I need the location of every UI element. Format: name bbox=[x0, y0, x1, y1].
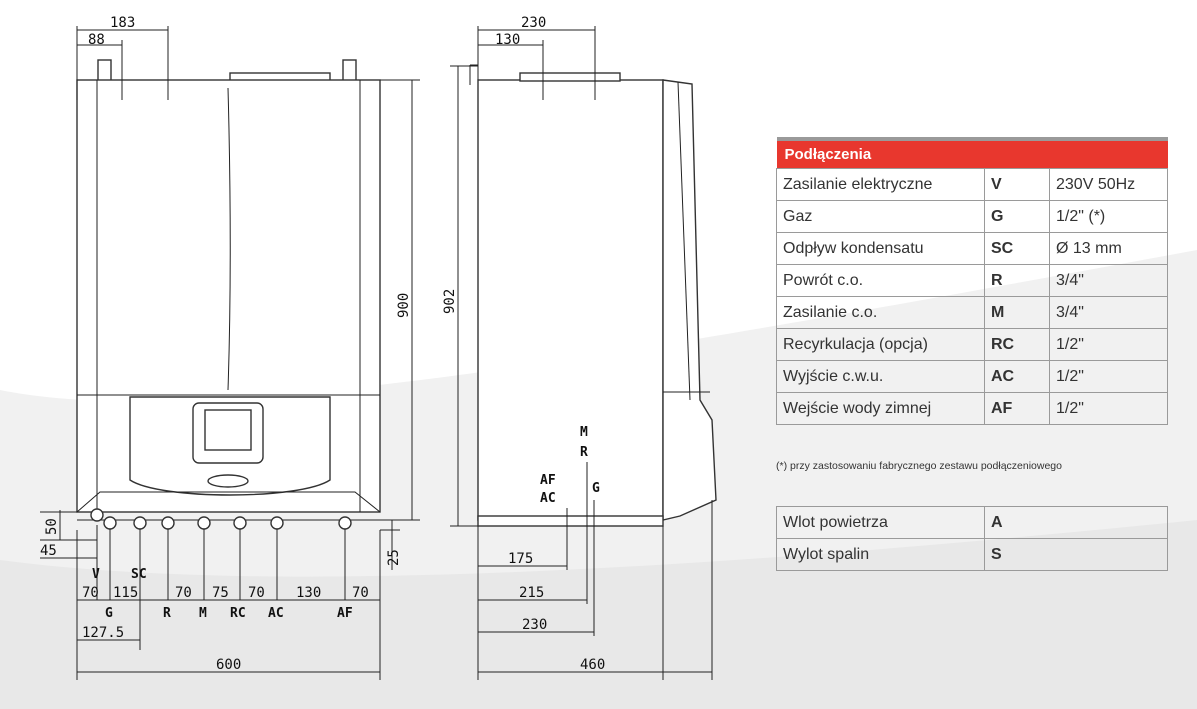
front-label-ac: AC bbox=[268, 606, 284, 621]
front-dim-50: 50 bbox=[44, 518, 60, 535]
side-dim-460: 460 bbox=[580, 657, 605, 673]
technical-drawing: 183 88 900 50 45 25 V SC 70 115 bbox=[40, 15, 717, 680]
side-label-af: AF bbox=[540, 473, 556, 488]
row-name: Recyrkulacja (opcja) bbox=[776, 328, 985, 361]
row-name: Wyjście c.w.u. bbox=[776, 360, 985, 393]
front-view-boiler bbox=[76, 59, 381, 530]
front-label-sc: SC bbox=[131, 567, 147, 582]
front-dim-900: 900 bbox=[396, 293, 412, 318]
row-code: S bbox=[984, 538, 1168, 571]
side-dim-130: 130 bbox=[495, 32, 520, 48]
side-dim-230-top: 230 bbox=[521, 15, 546, 31]
row-code: AC bbox=[984, 360, 1050, 393]
connections-table: Podłączenia Zasilanie elektryczne V 230V… bbox=[776, 137, 1168, 425]
table-row: Powrót c.o. R 3/4" bbox=[776, 264, 1168, 297]
table-row: Recyrkulacja (opcja) RC 1/2" bbox=[776, 328, 1168, 361]
row-value: 230V 50Hz bbox=[1049, 168, 1168, 201]
row-name: Odpływ kondensatu bbox=[776, 232, 985, 265]
side-view-dimensions: 230 130 902 M R G AF AC 175 215 230 460 bbox=[442, 15, 713, 680]
front-dim-600: 600 bbox=[216, 657, 241, 673]
side-dim-215: 215 bbox=[519, 585, 544, 601]
front-dim-183: 183 bbox=[110, 15, 135, 31]
front-row-130: 130 bbox=[296, 585, 321, 601]
connections-footnote: (*) przy zastosowaniu fabrycznego zestaw… bbox=[776, 460, 1062, 472]
front-row-70-c: 70 bbox=[248, 585, 265, 601]
side-label-r: R bbox=[580, 445, 588, 460]
connections-header-row: Podłączenia bbox=[776, 137, 1168, 169]
row-value: Ø 13 mm bbox=[1049, 232, 1168, 265]
front-dim-127-5: 127.5 bbox=[82, 625, 124, 641]
front-row-75: 75 bbox=[212, 585, 229, 601]
front-label-r: R bbox=[163, 606, 171, 621]
row-name: Powrót c.o. bbox=[776, 264, 985, 297]
row-value: 3/4" bbox=[1049, 264, 1168, 297]
row-name: Wejście wody zimnej bbox=[776, 392, 985, 425]
row-code: V bbox=[984, 168, 1050, 201]
table-row: Wejście wody zimnej AF 1/2" bbox=[776, 392, 1168, 425]
table-row: Wlot powietrza A bbox=[776, 506, 1168, 539]
row-value: 1/2" bbox=[1049, 360, 1168, 393]
row-name: Zasilanie c.o. bbox=[776, 296, 985, 329]
row-value: 1/2" (*) bbox=[1049, 200, 1168, 233]
row-code: SC bbox=[984, 232, 1050, 265]
air-table: Wlot powietrza A Wylot spalin S bbox=[776, 506, 1168, 571]
row-value: 1/2" bbox=[1049, 392, 1168, 425]
connections-header: Podłączenia bbox=[776, 137, 1168, 169]
side-dim-230-bottom: 230 bbox=[522, 617, 547, 633]
row-name: Wylot spalin bbox=[776, 538, 985, 571]
row-code: M bbox=[984, 296, 1050, 329]
table-row: Zasilanie elektryczne V 230V 50Hz bbox=[776, 168, 1168, 201]
front-row-70-a: 70 bbox=[82, 585, 99, 601]
front-row-70-d: 70 bbox=[352, 585, 369, 601]
front-label-rc: RC bbox=[230, 606, 246, 621]
front-label-m: M bbox=[199, 606, 207, 621]
row-code: R bbox=[984, 264, 1050, 297]
side-label-g: G bbox=[592, 481, 600, 496]
side-view-boiler bbox=[469, 64, 717, 527]
table-row: Wylot spalin S bbox=[776, 538, 1168, 571]
row-name: Zasilanie elektryczne bbox=[776, 168, 985, 201]
table-row: Zasilanie c.o. M 3/4" bbox=[776, 296, 1168, 329]
row-code: AF bbox=[984, 392, 1050, 425]
front-label-g: G bbox=[105, 606, 113, 621]
row-value: 3/4" bbox=[1049, 296, 1168, 329]
table-row: Odpływ kondensatu SC Ø 13 mm bbox=[776, 232, 1168, 265]
row-code: A bbox=[984, 506, 1168, 539]
row-name: Gaz bbox=[776, 200, 985, 233]
side-label-m: M bbox=[580, 425, 588, 440]
row-value: 1/2" bbox=[1049, 328, 1168, 361]
front-row-115: 115 bbox=[113, 585, 138, 601]
table-row: Gaz G 1/2" (*) bbox=[776, 200, 1168, 233]
front-row-70-b: 70 bbox=[175, 585, 192, 601]
front-dim-88: 88 bbox=[88, 32, 105, 48]
front-label-v: V bbox=[92, 567, 100, 582]
front-dim-45: 45 bbox=[40, 543, 57, 559]
front-dim-25: 25 bbox=[386, 549, 402, 566]
front-label-af: AF bbox=[337, 606, 353, 621]
side-dim-902: 902 bbox=[442, 289, 458, 314]
side-label-ac: AC bbox=[540, 491, 556, 506]
side-dim-175: 175 bbox=[508, 551, 533, 567]
row-name: Wlot powietrza bbox=[776, 506, 985, 539]
row-code: G bbox=[984, 200, 1050, 233]
table-row: Wyjście c.w.u. AC 1/2" bbox=[776, 360, 1168, 393]
row-code: RC bbox=[984, 328, 1050, 361]
front-view-dimensions: 183 88 900 50 45 25 V SC 70 115 bbox=[40, 15, 420, 680]
